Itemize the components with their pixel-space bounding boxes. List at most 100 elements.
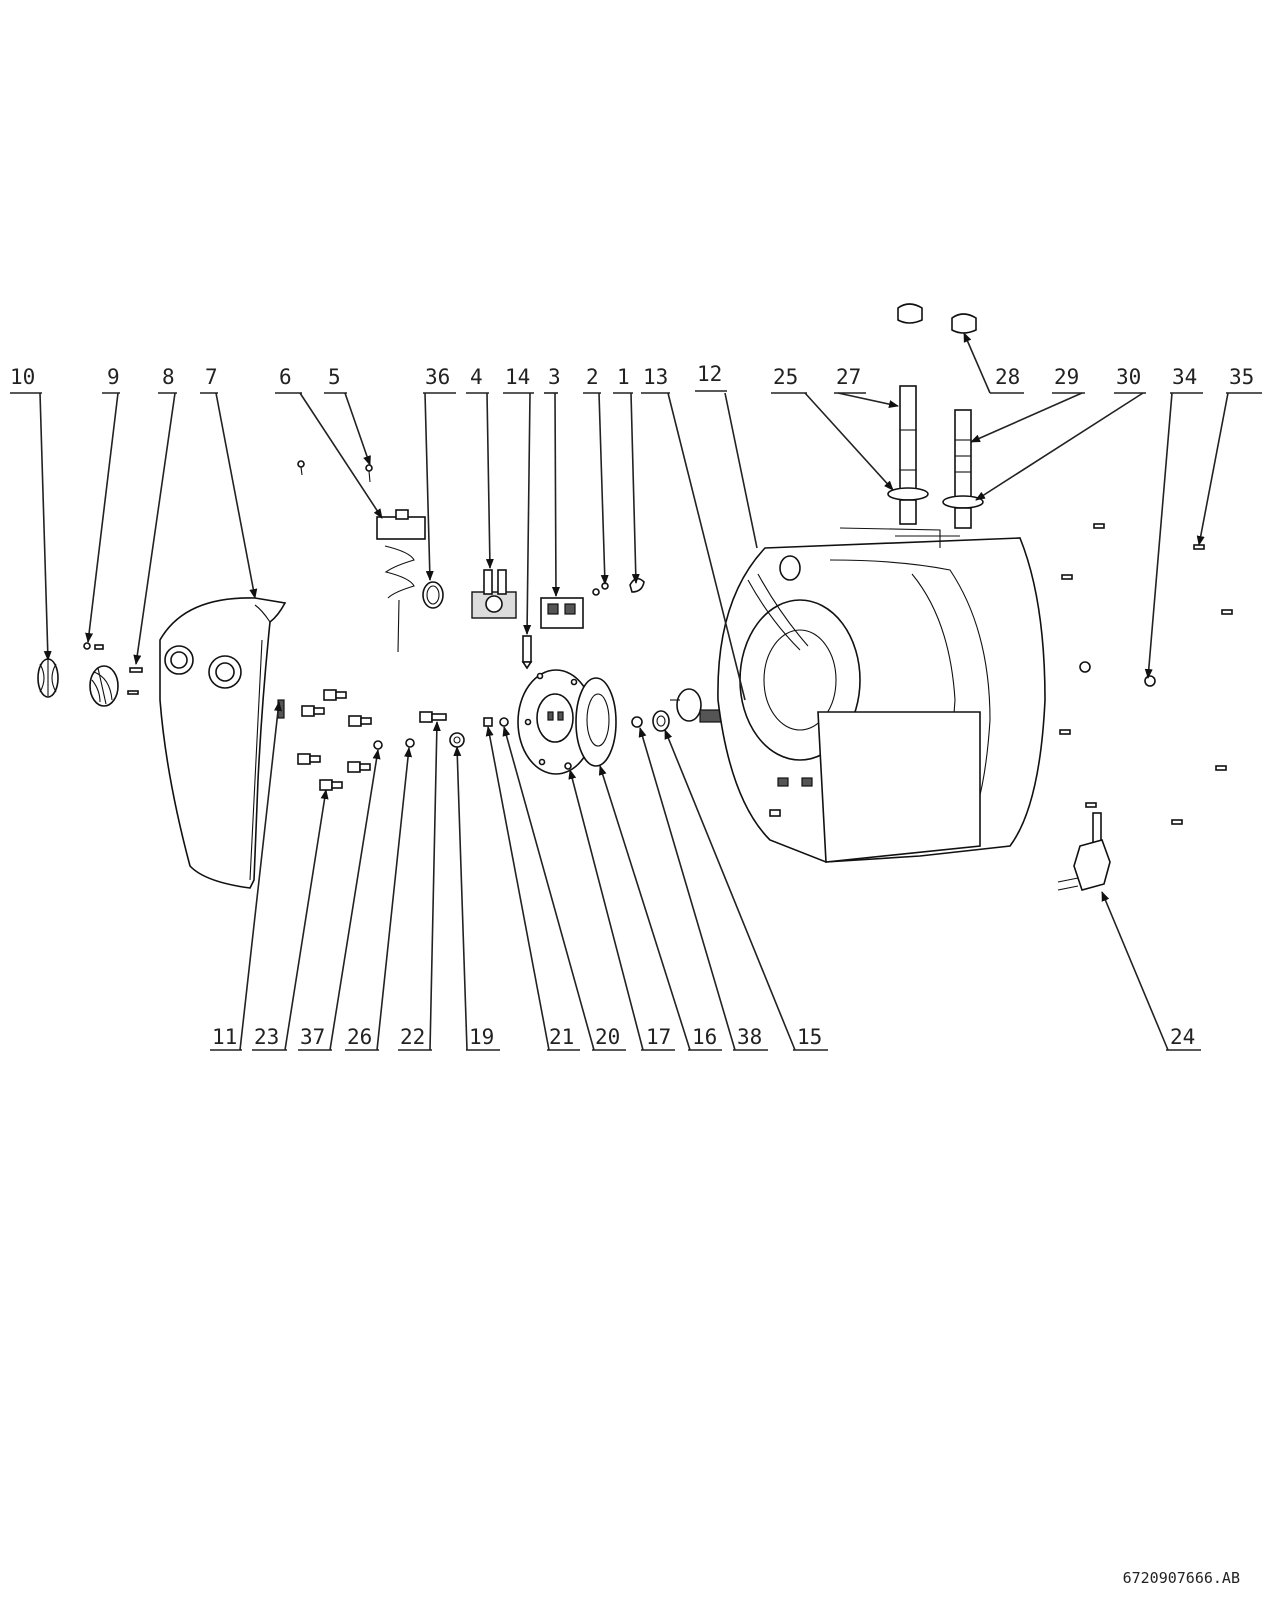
svg-text:1: 1 <box>617 365 630 389</box>
label-22: 22 <box>398 1025 432 1051</box>
o-ring-part-36 <box>422 581 444 609</box>
svg-text:7: 7 <box>205 365 218 389</box>
label-9: 9 <box>102 365 120 394</box>
front-cover-part-7 <box>159 597 287 889</box>
sensor-part-14 <box>521 635 533 670</box>
svg-text:14: 14 <box>505 365 530 389</box>
label-26: 26 <box>345 1025 379 1051</box>
svg-text:34: 34 <box>1172 365 1197 389</box>
label-10: 10 <box>10 365 42 394</box>
svg-text:26: 26 <box>347 1025 372 1049</box>
label-29: 29 <box>1052 365 1085 394</box>
svg-text:11: 11 <box>212 1025 237 1049</box>
svg-text:12: 12 <box>697 362 722 386</box>
label-14: 14 <box>503 365 534 394</box>
thermostat-part-6 <box>297 460 426 653</box>
top-labels: 10 9 8 7 6 5 36 4 14 3 2 1 13 12 25 27 2… <box>10 362 1262 394</box>
knob-part <box>89 665 119 707</box>
switch-block-part-4 <box>471 569 517 619</box>
label-16: 16 <box>688 1025 722 1051</box>
label-8: 8 <box>158 365 177 394</box>
svg-text:29: 29 <box>1054 365 1079 389</box>
svg-text:2: 2 <box>586 365 599 389</box>
screw-part-21 <box>483 717 493 727</box>
svg-text:28: 28 <box>995 365 1020 389</box>
nut-part-26 <box>405 738 415 748</box>
nut-part-37 <box>373 740 383 750</box>
water-tank-part-12 <box>717 527 1046 863</box>
label-21: 21 <box>547 1025 580 1051</box>
svg-text:3: 3 <box>548 365 561 389</box>
svg-text:27: 27 <box>836 365 861 389</box>
knob-part-10 <box>37 658 59 698</box>
outlet-pipe-part-29 <box>942 409 984 529</box>
svg-text:13: 13 <box>643 365 668 389</box>
label-38: 38 <box>733 1025 768 1051</box>
label-37: 37 <box>298 1025 332 1051</box>
gasket-part-16 <box>575 677 617 767</box>
inlet-pipe-part-25 <box>887 385 929 525</box>
washer-part-15 <box>652 710 670 732</box>
svg-text:5: 5 <box>328 365 341 389</box>
label-13: 13 <box>641 365 670 394</box>
label-6: 6 <box>275 365 302 394</box>
bottom-labels: 11 23 37 26 22 19 21 20 17 16 38 15 24 <box>210 1025 1201 1051</box>
bolt-part-22 <box>419 711 447 723</box>
svg-text:6: 6 <box>279 365 292 389</box>
svg-text:19: 19 <box>469 1025 494 1049</box>
label-24: 24 <box>1166 1025 1201 1051</box>
label-36: 36 <box>423 365 456 394</box>
svg-text:9: 9 <box>107 365 120 389</box>
pipe-cap-part-28 <box>897 303 977 334</box>
screw-part-9 <box>83 642 104 650</box>
svg-text:30: 30 <box>1116 365 1141 389</box>
wall-screws-part-34-35 <box>1059 523 1233 825</box>
svg-text:16: 16 <box>692 1025 717 1049</box>
svg-text:22: 22 <box>400 1025 425 1049</box>
label-30: 30 <box>1114 365 1146 394</box>
svg-text:25: 25 <box>773 365 798 389</box>
label-2: 2 <box>583 365 601 394</box>
svg-text:4: 4 <box>470 365 483 389</box>
washer-part-38 <box>631 716 643 728</box>
svg-text:15: 15 <box>797 1025 822 1049</box>
clip-part-1 <box>629 577 645 593</box>
svg-text:20: 20 <box>595 1025 620 1049</box>
nut-part-19 <box>449 732 465 748</box>
washer-part-20 <box>499 717 509 727</box>
svg-text:24: 24 <box>1170 1025 1195 1049</box>
label-27: 27 <box>834 365 866 394</box>
label-35: 35 <box>1226 365 1262 394</box>
svg-text:23: 23 <box>254 1025 279 1049</box>
label-15: 15 <box>793 1025 828 1051</box>
svg-text:21: 21 <box>549 1025 574 1049</box>
document-code: 6720907666.AB <box>1122 1569 1240 1587</box>
bolts-part-23 <box>297 689 372 791</box>
label-25: 25 <box>771 365 807 394</box>
label-34: 34 <box>1170 365 1203 394</box>
label-19: 19 <box>466 1025 500 1051</box>
svg-text:37: 37 <box>300 1025 325 1049</box>
label-5: 5 <box>324 365 347 394</box>
svg-text:8: 8 <box>162 365 175 389</box>
label-11: 11 <box>210 1025 242 1051</box>
label-4: 4 <box>466 365 489 394</box>
label-20: 20 <box>592 1025 626 1051</box>
svg-text:35: 35 <box>1229 365 1254 389</box>
svg-text:10: 10 <box>10 365 35 389</box>
label-28: 28 <box>990 365 1024 394</box>
power-plug-part-24 <box>1057 812 1111 891</box>
label-17: 17 <box>641 1025 675 1051</box>
svg-text:36: 36 <box>425 365 450 389</box>
switch-part-3 <box>540 597 584 629</box>
leader-lines <box>39 332 1229 1051</box>
svg-text:38: 38 <box>737 1025 762 1049</box>
screw-part-8 <box>127 667 143 695</box>
label-12: 12 <box>695 362 727 392</box>
label-23: 23 <box>252 1025 287 1051</box>
svg-text:17: 17 <box>646 1025 671 1049</box>
label-3: 3 <box>544 365 561 394</box>
label-7: 7 <box>200 365 218 394</box>
label-1: 1 <box>613 365 633 394</box>
